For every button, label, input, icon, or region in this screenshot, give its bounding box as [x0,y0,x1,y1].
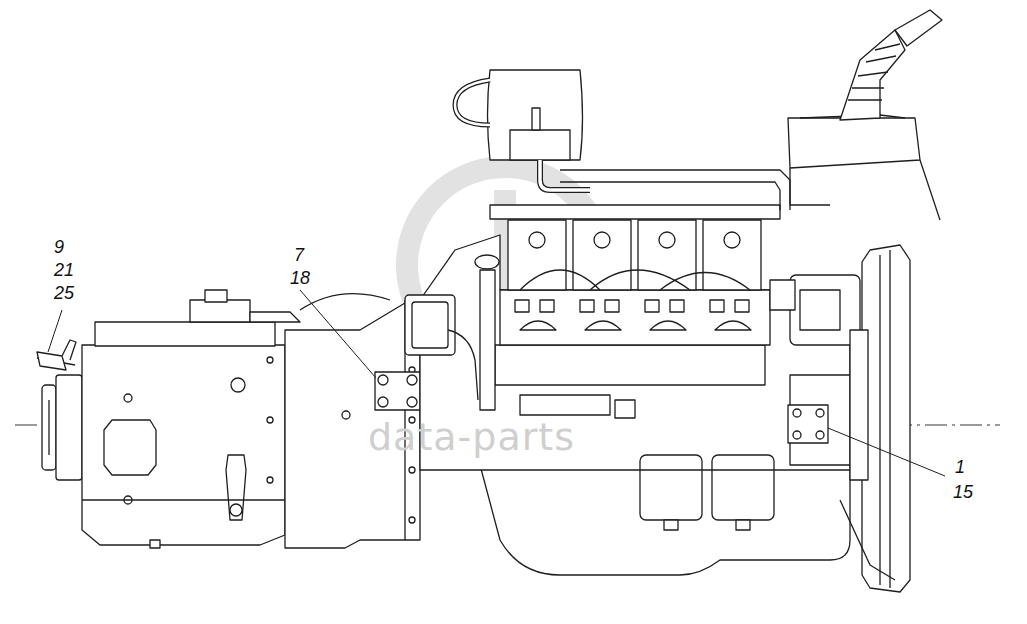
callout-number: 18 [290,269,310,287]
gearbox [37,290,300,548]
expansion-tank [455,70,790,210]
fuel-filters [615,400,774,530]
callout-number: 1 [955,457,965,477]
callout-number: 7 [294,246,304,264]
callout-number: 25 [54,283,74,303]
cylinder-heads [490,205,780,345]
fan-pulley [840,245,910,592]
gear-lever [788,10,942,220]
callout-number: 15 [953,483,973,501]
callout-number: 1 [955,458,965,476]
output-flange [42,375,82,480]
callout-number: 18 [290,268,310,288]
callout-number: 21 [54,261,74,279]
callout-number: 7 [294,245,304,265]
callout-number: 9 [54,238,64,256]
watermark-text: data-parts [368,418,575,456]
leader-lines [48,290,945,476]
alternator [770,275,860,465]
callout-number: 25 [54,284,74,302]
callout-number: 21 [54,260,74,280]
callout-number: 9 [54,237,64,257]
callout-number: 15 [953,482,973,502]
watermark-text: data-parts [368,415,575,459]
